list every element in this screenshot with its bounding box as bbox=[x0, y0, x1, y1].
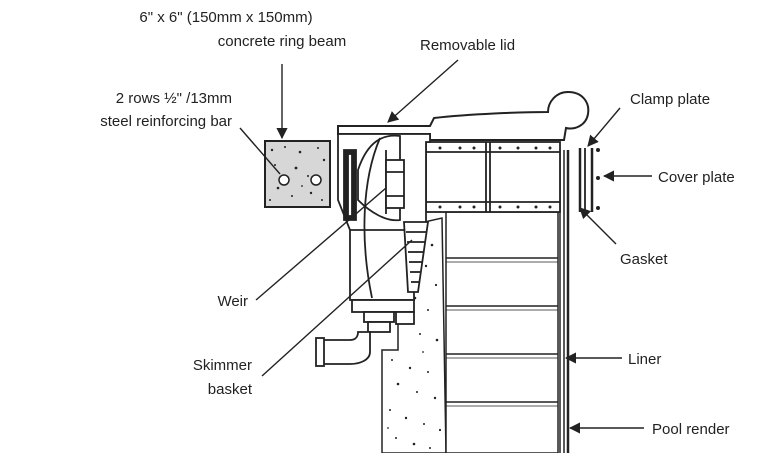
label-gasket: Gasket bbox=[620, 251, 668, 268]
clamp-cover-plates bbox=[578, 148, 600, 212]
block-wall bbox=[445, 211, 559, 454]
leader-lines bbox=[239, 59, 652, 434]
leader-weir bbox=[255, 187, 387, 301]
skimmer-throat bbox=[425, 141, 561, 213]
skimmer-body bbox=[337, 133, 431, 301]
label-rebar-2: steel reinforcing bar bbox=[100, 113, 232, 130]
label-cover-plate: Cover plate bbox=[658, 169, 735, 186]
liner-render-layers bbox=[559, 150, 570, 453]
label-ring-beam-1: 6" x 6" (150mm x 150mm) bbox=[139, 9, 312, 26]
skimmer-basket bbox=[403, 221, 430, 293]
leader-removable-lid bbox=[387, 59, 459, 123]
label-pool-render: Pool render bbox=[652, 421, 730, 438]
label-skimmer-2: basket bbox=[208, 381, 253, 398]
label-weir: Weir bbox=[217, 293, 248, 310]
label-ring-beam-2: concrete ring beam bbox=[218, 33, 346, 50]
label-skimmer-1: Skimmer bbox=[193, 357, 252, 374]
label-rebar-1: 2 rows ½" /13mm bbox=[116, 90, 232, 107]
leader-skimmer-basket bbox=[261, 239, 413, 377]
outlet-fittings bbox=[315, 299, 415, 367]
ring-beam bbox=[264, 140, 331, 208]
leader-gasket bbox=[579, 207, 617, 245]
rebar-left bbox=[278, 174, 290, 186]
label-removable-lid: Removable lid bbox=[420, 37, 515, 54]
label-liner: Liner bbox=[628, 351, 661, 368]
leader-clamp-plate bbox=[587, 107, 621, 147]
coping bbox=[337, 90, 590, 141]
leader-rebar bbox=[239, 127, 281, 175]
label-clamp-plate: Clamp plate bbox=[630, 91, 710, 108]
rebar-right bbox=[310, 174, 322, 186]
